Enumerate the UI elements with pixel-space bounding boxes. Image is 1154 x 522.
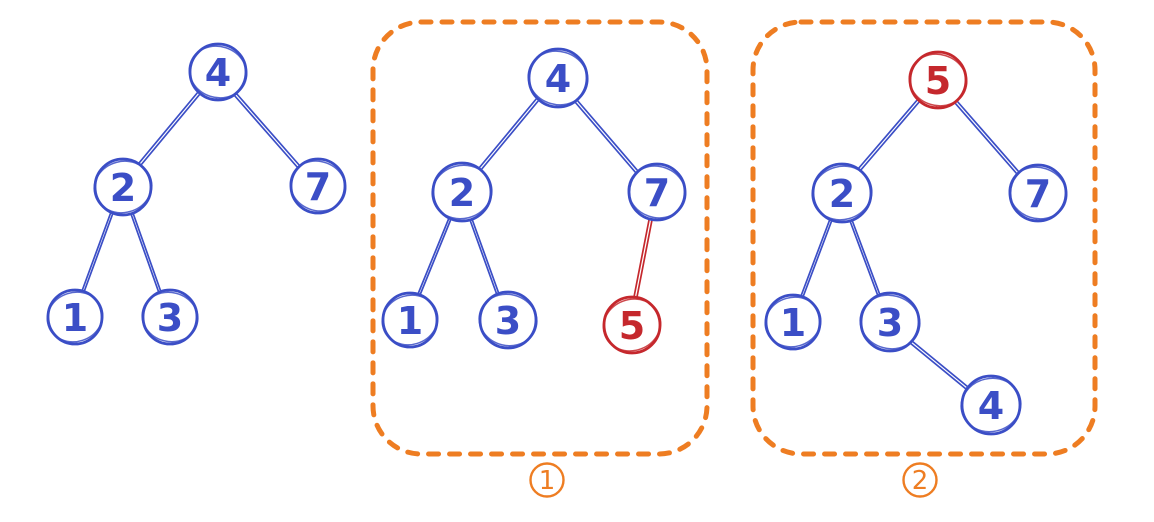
- tree2-node-7: 7: [1008, 163, 1068, 223]
- node-circle-sketch: [811, 165, 873, 221]
- node-circle-sketch: [627, 165, 687, 219]
- node-circle-sketch: [527, 50, 589, 106]
- edge-5-2: [857, 98, 921, 172]
- edge-3-4: [909, 340, 969, 390]
- node-value: 4: [205, 51, 231, 95]
- node-circle-sketch: [478, 293, 538, 347]
- tree2-node-5-inserted-root: 5: [908, 50, 968, 110]
- node-circle-sketch: [960, 377, 1022, 433]
- node-value: 7: [1025, 172, 1051, 216]
- tree1-node-1: 1: [381, 291, 439, 349]
- node-circle: [93, 157, 153, 217]
- node-circle-sketch: [381, 294, 439, 346]
- node-value: 2: [449, 171, 475, 215]
- node-circle: [431, 161, 493, 223]
- option-1-group: 4 2 7 1 3 5 1: [370, 19, 710, 498]
- node-value: 2: [110, 166, 136, 210]
- node-circle-sketch: [93, 160, 153, 214]
- node-value: 4: [978, 384, 1004, 428]
- node-value: 2: [829, 172, 855, 216]
- node-circle: [141, 288, 199, 346]
- edge-2-3: [469, 218, 500, 296]
- edge-2-1: [417, 217, 452, 296]
- tree1-node-2: 2: [431, 161, 493, 223]
- edge-4-7: [574, 99, 639, 174]
- node-value: 1: [780, 301, 806, 345]
- edge-2-1: [81, 211, 114, 293]
- edge-5-7: [954, 100, 1020, 175]
- edge-7-5: [633, 219, 653, 298]
- tree0-node-2: 2: [93, 157, 153, 217]
- tree0-node-7: 7: [289, 157, 347, 215]
- tree-original: 4 2 7 1 3: [46, 42, 347, 346]
- node-circle-sketch: [602, 298, 662, 352]
- tree2-node-1: 1: [764, 293, 822, 351]
- node-value: 7: [644, 171, 670, 215]
- tree0-node-1: 1: [46, 288, 104, 346]
- node-circle-sketch: [141, 291, 199, 343]
- node-value: 3: [877, 301, 903, 345]
- node-value: 7: [305, 165, 331, 209]
- node-circle: [527, 47, 589, 109]
- badge-number: 2: [912, 466, 929, 496]
- node-value: 4: [545, 57, 571, 101]
- node-circle-sketch: [289, 160, 347, 212]
- tree0-node-4: 4: [188, 42, 248, 102]
- node-value: 3: [495, 299, 521, 343]
- edge-2-3: [130, 212, 162, 294]
- node-circle: [811, 162, 873, 224]
- tree0-node-3: 3: [141, 288, 199, 346]
- node-circle: [478, 290, 538, 350]
- node-circle-sketch: [188, 45, 248, 99]
- edge-2-3: [849, 219, 881, 297]
- node-circle-sketch: [1008, 166, 1068, 220]
- tree2-node-2: 2: [811, 162, 873, 224]
- node-circle-sketch: [46, 291, 104, 343]
- tree1-node-3: 3: [478, 290, 538, 350]
- node-circle: [859, 291, 921, 353]
- node-circle-sketch: [908, 53, 968, 107]
- tree2-node-4: 4: [960, 374, 1022, 436]
- edge-2-1: [800, 218, 833, 298]
- node-circle-sketch: [431, 164, 493, 220]
- tree1-node-5-inserted: 5: [602, 295, 662, 355]
- edge-4-2: [138, 91, 201, 166]
- tree1-node-4: 4: [527, 47, 589, 109]
- option-2-badge: 2: [902, 462, 938, 498]
- option-2-box: [750, 19, 1098, 457]
- node-value: 1: [62, 296, 88, 340]
- edge-4-2: [478, 97, 540, 171]
- option-2-group: 5 2 7 1 3 4 2: [750, 19, 1098, 498]
- option-1-badge: 1: [529, 462, 565, 498]
- badge-circle: [529, 462, 565, 498]
- node-circle: [960, 374, 1022, 436]
- badge-circle: [902, 462, 938, 498]
- badge-number: 1: [539, 466, 556, 496]
- tree2-node-3: 3: [859, 291, 921, 353]
- node-value: 1: [397, 299, 423, 343]
- node-circle-sketch: [764, 296, 822, 348]
- node-circle-sketch: [859, 294, 921, 350]
- option-1-box: [370, 19, 710, 457]
- edge-4-7: [233, 92, 301, 169]
- node-value: 5: [619, 304, 645, 348]
- node-value: 3: [157, 296, 183, 340]
- tree1-node-7: 7: [627, 162, 687, 222]
- node-value: 5: [925, 59, 951, 103]
- node-circle: [764, 293, 822, 351]
